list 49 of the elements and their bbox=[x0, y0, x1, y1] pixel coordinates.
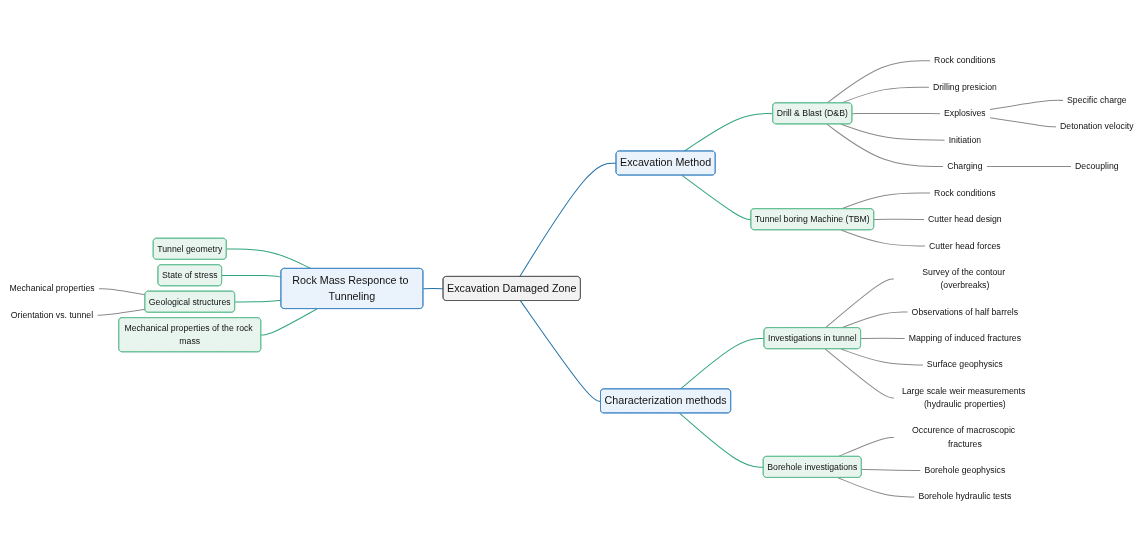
node-text: Occurence of macroscopic fractures bbox=[912, 425, 1016, 449]
connector bbox=[221, 274, 282, 278]
connector bbox=[826, 60, 931, 104]
connector bbox=[851, 112, 941, 115]
node-text: Charging bbox=[947, 161, 983, 172]
node-text: Mapping of induced fractures bbox=[908, 332, 1022, 343]
node-text: Survey of the contour (overbreaks) bbox=[922, 266, 1006, 291]
connector bbox=[681, 174, 752, 221]
connector bbox=[679, 337, 765, 390]
node-text: Surface geophysics bbox=[926, 359, 1003, 370]
connector bbox=[683, 113, 774, 152]
node-text: Orientation vs. tunnel bbox=[10, 309, 94, 320]
connector bbox=[840, 123, 946, 141]
node-text: Large scale weir measurements (hydraulic properties) bbox=[901, 385, 1026, 409]
connector bbox=[234, 299, 282, 303]
connector bbox=[860, 337, 906, 339]
connector bbox=[422, 288, 444, 290]
connector bbox=[861, 468, 922, 471]
connector bbox=[837, 477, 916, 498]
connector bbox=[986, 165, 1072, 168]
node-text: Initiation bbox=[948, 134, 982, 145]
connector bbox=[519, 162, 617, 278]
node-text: Rock conditions bbox=[934, 55, 996, 66]
connector bbox=[840, 348, 924, 366]
connector bbox=[824, 278, 895, 329]
node-text: Cutter head design bbox=[928, 214, 1002, 225]
connector bbox=[260, 308, 318, 336]
node-text: Specific charge bbox=[1067, 94, 1127, 105]
node-text: Decoupling bbox=[1075, 161, 1119, 172]
node-text: Observations of half barrels bbox=[911, 306, 1019, 317]
connector bbox=[989, 117, 1057, 128]
node-text: Cutter head forces bbox=[929, 240, 1001, 251]
node-text: Mechanical properties bbox=[9, 283, 95, 294]
node-text: Detonation velocity bbox=[1060, 121, 1134, 132]
node-text: Drilling presicion bbox=[932, 81, 997, 92]
connector bbox=[98, 288, 146, 296]
connector bbox=[989, 99, 1064, 111]
connector bbox=[840, 229, 926, 247]
connector bbox=[226, 248, 312, 270]
node-text: Borehole geophysics bbox=[924, 464, 1006, 475]
connector bbox=[97, 308, 146, 316]
node-text: Explosives bbox=[944, 108, 986, 119]
node-text: Borehole hydraulic tests bbox=[918, 491, 1012, 502]
connector bbox=[824, 348, 895, 399]
node-text: Rock conditions bbox=[934, 187, 996, 198]
connector bbox=[826, 123, 944, 168]
connector bbox=[873, 218, 925, 221]
connector bbox=[520, 300, 602, 402]
connector bbox=[679, 412, 765, 468]
